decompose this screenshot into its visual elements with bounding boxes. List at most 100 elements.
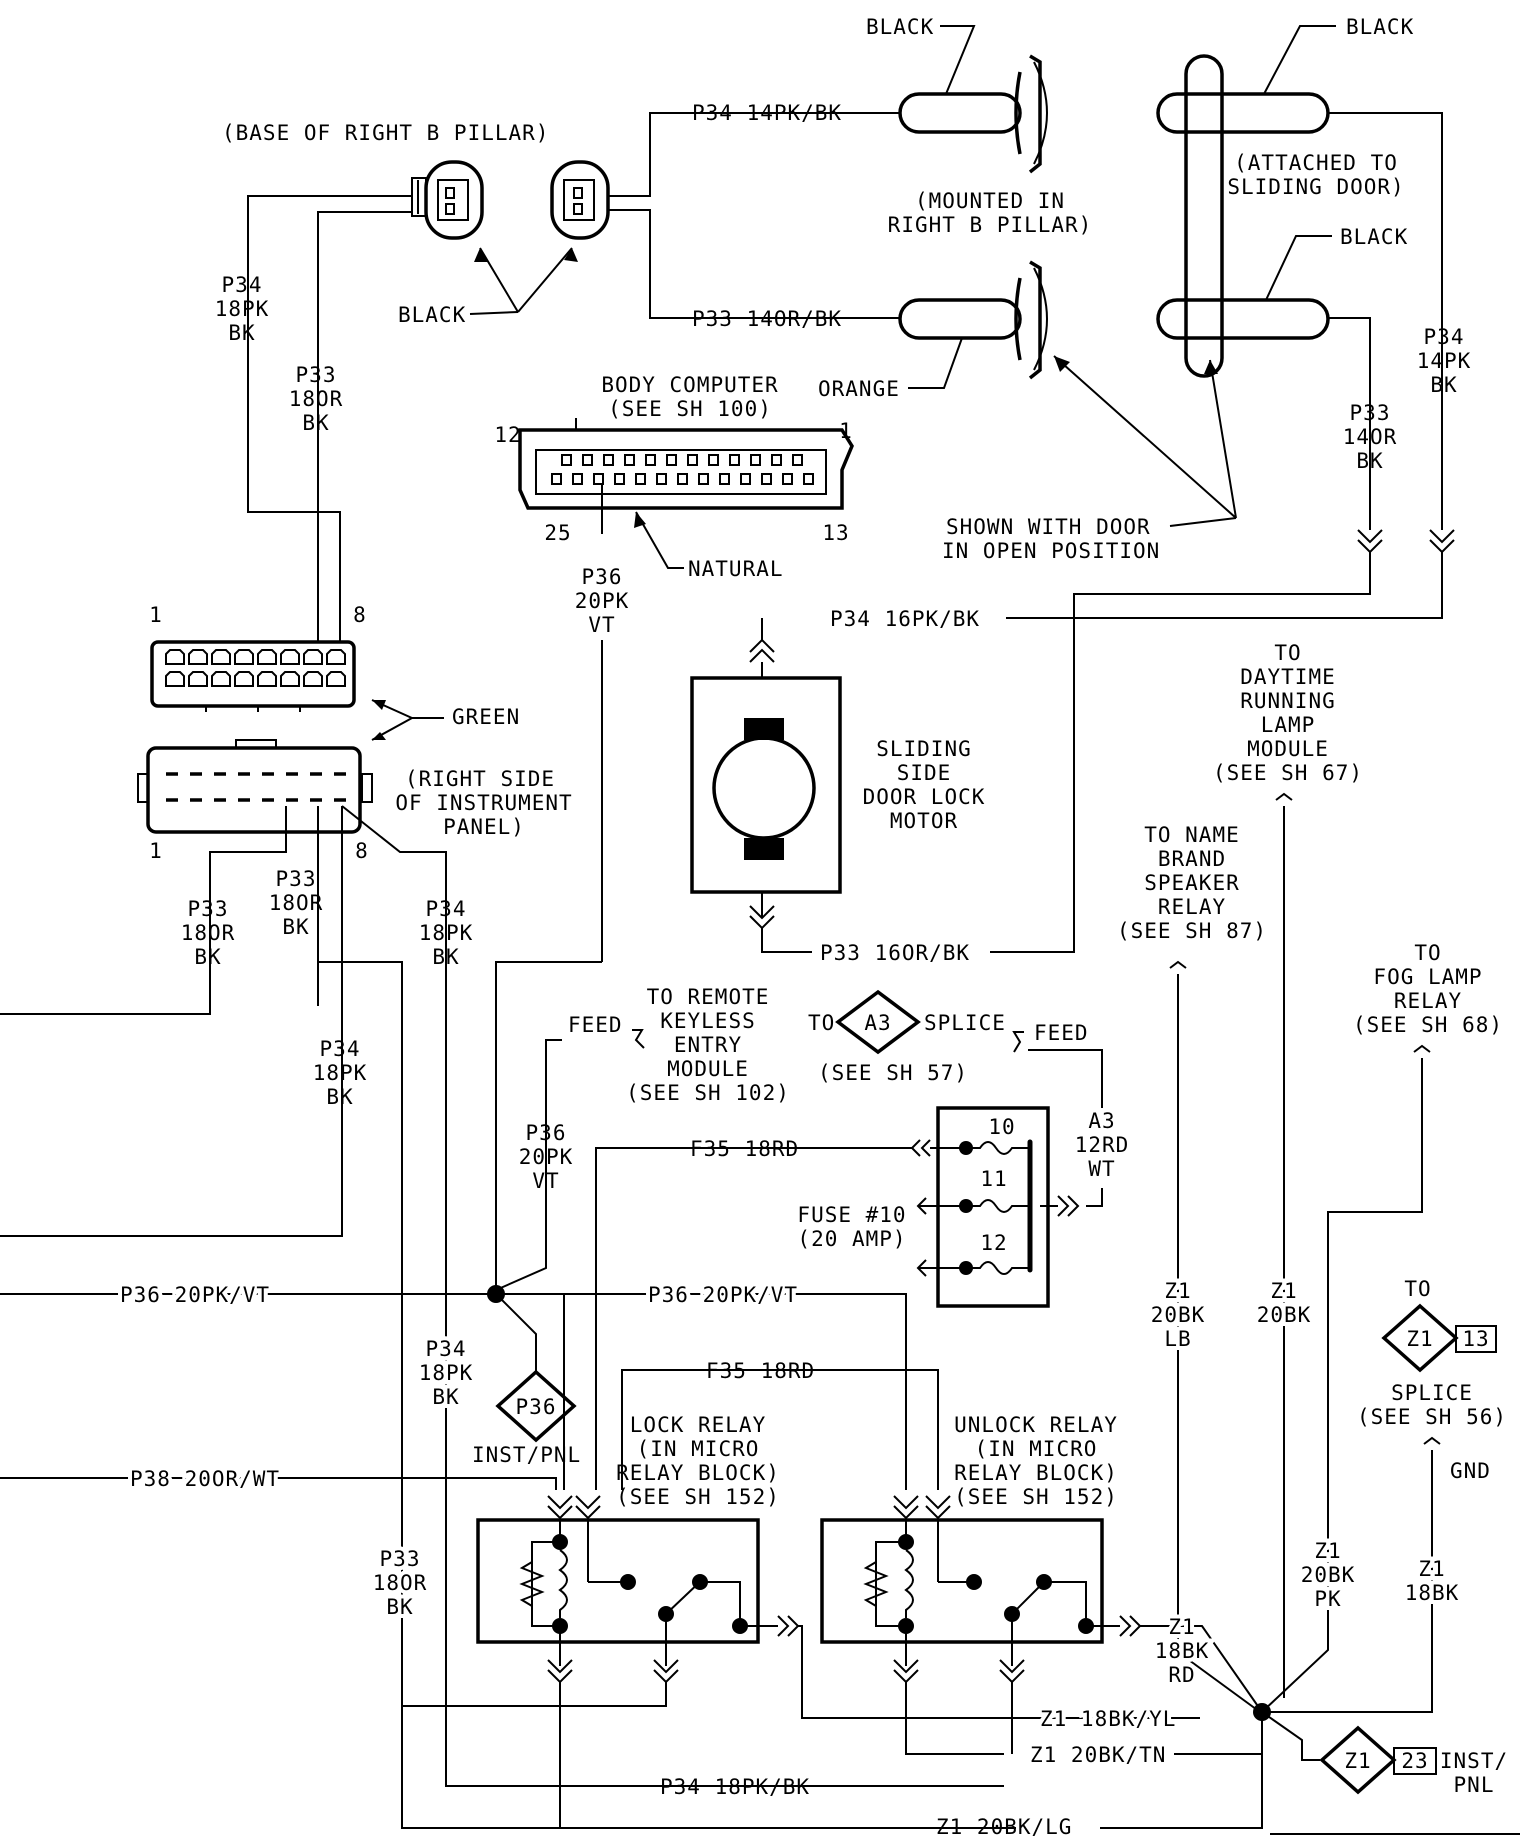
wire-p38: P38 20OR/WT — [130, 1467, 280, 1491]
motor-label-1: SLIDING — [876, 737, 972, 761]
bc-pin-cavity — [803, 473, 814, 485]
rke-label-5: (SEE SH 102) — [626, 1081, 790, 1105]
z1-splice-23-number: 23 — [1401, 1749, 1428, 1773]
p33-low-2: 18OR — [373, 1571, 428, 1595]
drl-label-6: (SEE SH 67) — [1213, 761, 1363, 785]
c2-pin-8: 8 — [355, 839, 369, 863]
p33-14or-right-1: P33 — [1350, 401, 1391, 425]
fuse-label-2: (20 AMP) — [797, 1227, 906, 1251]
bc-pin-cavity — [729, 454, 740, 466]
p36-splice-label: P36 — [516, 1395, 557, 1419]
drl-label-2: DAYTIME — [1240, 665, 1336, 689]
bc-pin-cavity — [792, 454, 803, 466]
c1-pin-cavity — [188, 671, 208, 687]
p34-18pk-top-3: BK — [228, 321, 255, 345]
c1-pin-cavity — [234, 671, 254, 687]
bc-pin-cavity — [782, 473, 793, 485]
z1-18bk-rd-3: RD — [1168, 1663, 1195, 1687]
shown-label-2: IN OPEN POSITION — [942, 539, 1160, 563]
wire-p36-left: P36 20PK/VT — [120, 1283, 270, 1307]
z1-splice-label-2: (SEE SH 56) — [1357, 1405, 1507, 1429]
right-side-label-3: PANEL) — [443, 815, 525, 839]
z1-20bk-1: Z1 — [1270, 1279, 1297, 1303]
wire-p34-18pk-bk: P34 18PK/BK — [660, 1775, 810, 1799]
sliding-door-contact-bar — [1156, 54, 1330, 378]
black-label-top: BLACK — [866, 15, 934, 39]
z1-20bk-2: 20BK — [1257, 1303, 1312, 1327]
fog-label-3: RELAY — [1394, 989, 1462, 1013]
motor-label-4: MOTOR — [890, 809, 958, 833]
bc-pin-13: 13 — [822, 521, 849, 545]
b-pillar-base-connector-left — [411, 160, 484, 240]
p34-left-a-3: BK — [432, 945, 459, 969]
bc-pin-12: 12 — [494, 423, 521, 447]
z1-splice-label: Z1 — [1406, 1327, 1433, 1351]
unlock-relay — [820, 1495, 1142, 1684]
p36-20pk-top-2: 20PK — [575, 589, 630, 613]
bc-pin-cavity — [708, 454, 719, 466]
p34-left-a-1: P34 — [426, 897, 467, 921]
c1-pin-cavity — [326, 649, 346, 665]
z1-20bk-lb-2: 20BK — [1151, 1303, 1206, 1327]
fuse-pin-11: 11 — [980, 1167, 1007, 1191]
bc-pin-cavity — [635, 473, 646, 485]
bc-pin-25: 25 — [544, 521, 571, 545]
lock-label-4: (SEE SH 152) — [616, 1485, 780, 1509]
z1-20bk-lb-1: Z1 — [1164, 1279, 1191, 1303]
p36-20pk-top-3: VT — [588, 613, 615, 637]
p33-14or-right-3: BK — [1356, 449, 1383, 473]
z1-18bk-2: 18BK — [1405, 1581, 1460, 1605]
p33-low-1: P33 — [380, 1547, 421, 1571]
p33-left-a-2: 18OR — [181, 921, 236, 945]
bc-pin-cavity — [750, 454, 761, 466]
bc-pin-cavity — [603, 454, 614, 466]
z1-18bk-rd-2: 18BK — [1155, 1639, 1210, 1663]
wire-z1-18bk-yl: Z1 18BK/YL — [1040, 1707, 1176, 1731]
splice-label: SPLICE — [924, 1011, 1006, 1035]
green-label: GREEN — [452, 705, 520, 729]
mounted-label-1: (MOUNTED IN — [915, 189, 1065, 213]
c2-pin-1: 1 — [149, 839, 163, 863]
p33-14or-right-2: 14OR — [1343, 425, 1398, 449]
z1-18bk-1: Z1 — [1418, 1557, 1445, 1581]
p34-left-a-2: 18PK — [419, 921, 474, 945]
bc-pin-cavity — [677, 473, 688, 485]
bc-pin-cavity — [687, 454, 698, 466]
unlock-label-1: UNLOCK RELAY — [954, 1413, 1118, 1437]
z1-18bk-rd-1: Z1 — [1168, 1615, 1195, 1639]
p34-low-1: P34 — [426, 1337, 467, 1361]
orange-label: ORANGE — [818, 377, 900, 401]
bc-pin-cavity — [593, 473, 604, 485]
bc-pin-cavity — [666, 454, 677, 466]
c1-pin-cavity — [303, 649, 323, 665]
right-side-label-1: (RIGHT SIDE — [405, 767, 555, 791]
fog-label-2: FOG LAMP — [1373, 965, 1482, 989]
b-pillar-base-connector-right — [550, 160, 618, 240]
p33-left-b-2: 18OR — [269, 891, 324, 915]
bc-pin-cavity — [656, 473, 667, 485]
nbs-label-4: RELAY — [1158, 895, 1226, 919]
z1-splice-number: 13 — [1462, 1327, 1489, 1351]
body-computer-connector — [518, 418, 854, 510]
p33-18or-top-3: BK — [302, 411, 329, 435]
body-computer-label-2: (SEE SH 100) — [608, 397, 772, 421]
wire-p34-16pk-bk: P34 16PK/BK — [830, 607, 980, 631]
bc-pin-cavity — [698, 473, 709, 485]
p33-left-b-1: P33 — [276, 867, 317, 891]
p36-feed-3: VT — [532, 1169, 559, 1193]
c1-pin-cavity — [280, 649, 300, 665]
wire-z1-20bk-lg: Z1 20BK/LG — [936, 1815, 1072, 1836]
bc-pin-cavity — [771, 454, 782, 466]
wire-f35-18rd-b: F35 18RD — [706, 1359, 815, 1383]
wire-p33-14or-bk: P33 14OR/BK — [692, 307, 842, 331]
p36-feed-1: P36 — [526, 1121, 567, 1145]
p34-low-3: BK — [432, 1385, 459, 1409]
wire-p34-14pk-bk: P34 14PK/BK — [692, 101, 842, 125]
c1-pin-cavity — [188, 649, 208, 665]
feed-label-right: FEED — [1034, 1021, 1089, 1045]
drl-label-1: TO — [1274, 641, 1301, 665]
z1-20bk-lb-3: LB — [1164, 1327, 1191, 1351]
fuse-pin-10: 10 — [988, 1115, 1015, 1139]
p34-14pk-right-3: BK — [1430, 373, 1457, 397]
c1-pin-cavity — [257, 671, 277, 687]
